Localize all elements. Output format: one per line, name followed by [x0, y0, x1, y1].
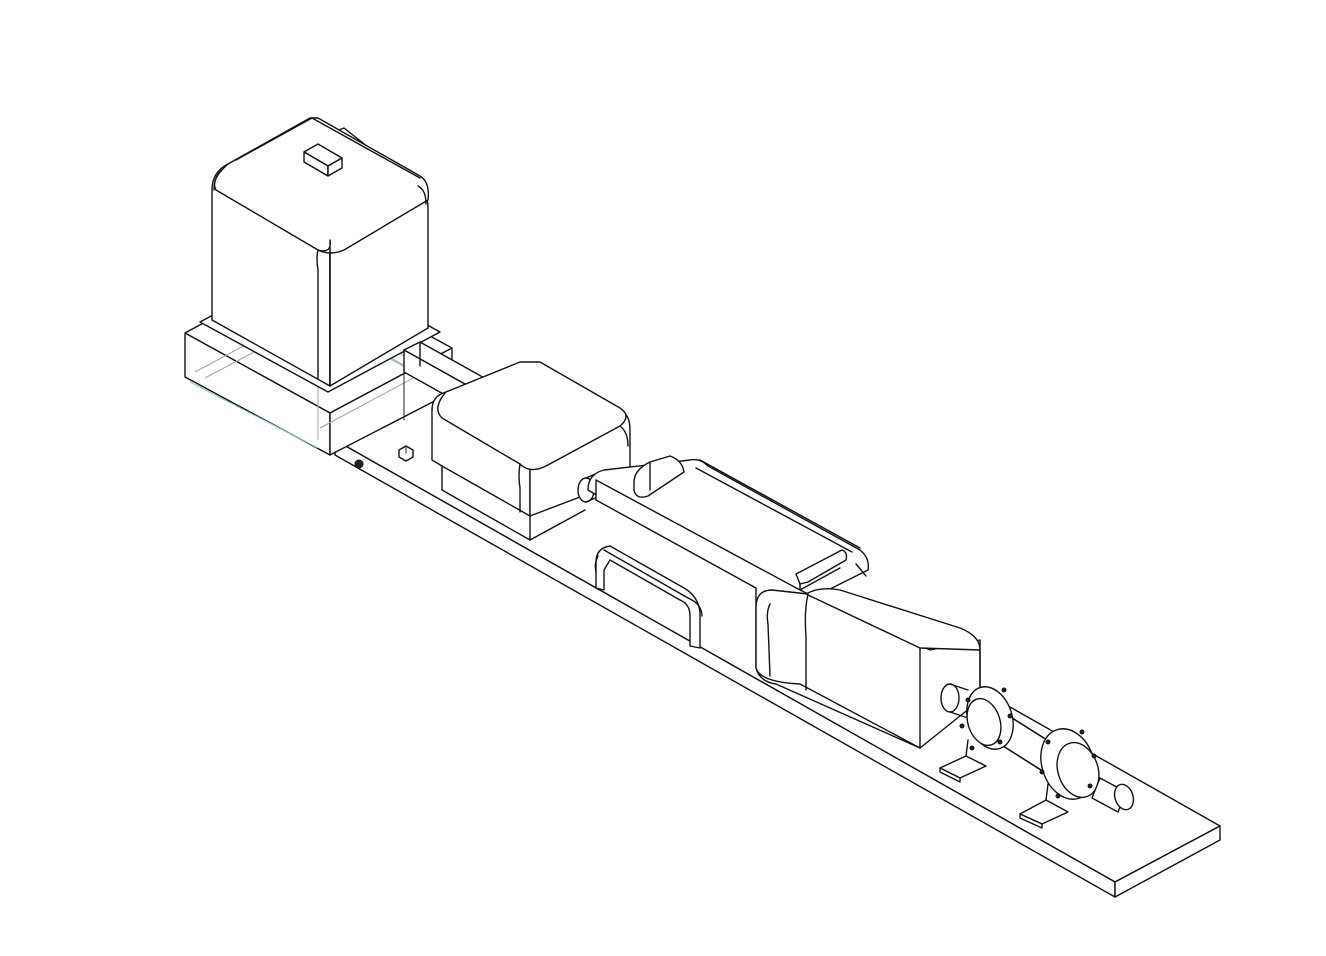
discharge-pipe: [940, 683, 1135, 813]
pipe-flange-icon: [959, 686, 1014, 751]
pump-body-icon: [587, 455, 981, 749]
coupling-guard-icon: [431, 361, 631, 541]
side-handle: [594, 545, 703, 649]
pipe-flange-icon: [1039, 728, 1100, 800]
pipe-support: [939, 739, 987, 783]
motor-housing-icon: [199, 117, 441, 393]
pipe-support: [1019, 783, 1069, 829]
bolt-head-icon: [354, 459, 364, 469]
